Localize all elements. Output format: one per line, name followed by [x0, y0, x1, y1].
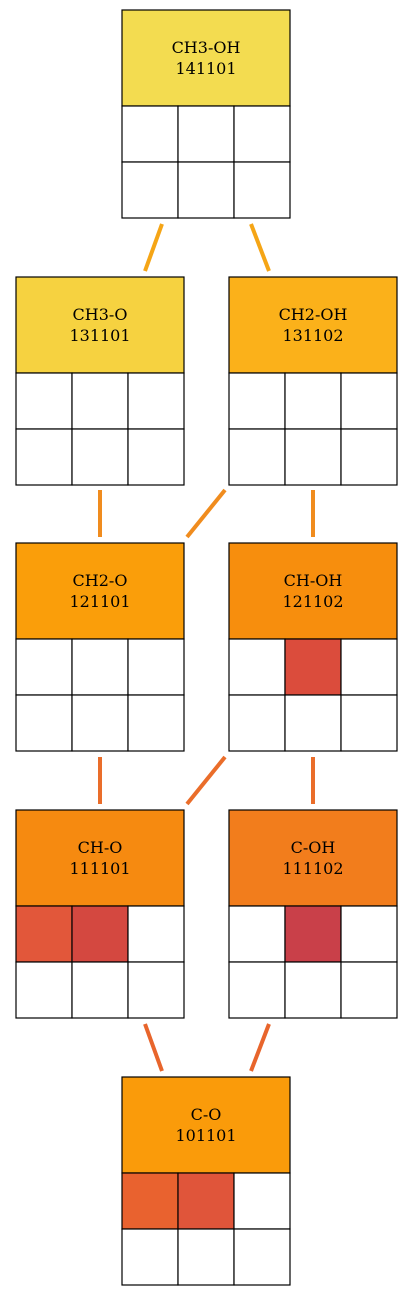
grid-cell-r1c1 [15, 638, 73, 696]
grid-cell-r1c1 [121, 105, 179, 163]
grid-cell-r1c2 [71, 905, 129, 963]
grid-cell-r2c2 [71, 961, 129, 1019]
grid-cell-r1c1 [228, 638, 286, 696]
node-header [121, 1076, 291, 1174]
grid-cell-r1c3 [127, 638, 185, 696]
grid-cell-r2c2 [71, 428, 129, 486]
grid-cell-r2c3 [127, 961, 185, 1019]
grid-cell-r2c3 [127, 694, 185, 752]
node-code: 131102 [282, 326, 343, 345]
node-label: CH3-OH [172, 38, 241, 57]
grid-cell-r1c3 [127, 372, 185, 430]
node-code: 101101 [175, 1126, 236, 1145]
grid-cell-r1c1 [15, 372, 73, 430]
grid-cell-r2c3 [233, 1228, 291, 1286]
grid-cell-r2c1 [228, 961, 286, 1019]
grid-cell-r1c3 [340, 638, 398, 696]
grid-cell-r1c3 [233, 1172, 291, 1230]
grid-cell-r1c1 [228, 905, 286, 963]
grid-cell-r2c1 [15, 428, 73, 486]
edge-ch3-oh-to-ch2-oh [249, 223, 271, 272]
node-code: 131101 [69, 326, 130, 345]
node-ch2-oh: CH2-OH 131102 [228, 276, 398, 486]
grid-cell-r2c2 [71, 694, 129, 752]
node-label: CH2-OH [279, 305, 348, 324]
grid-cell-r2c1 [121, 1228, 179, 1286]
node-header [228, 542, 398, 640]
grid-cell-r2c3 [340, 428, 398, 486]
edge-ch-o-to-c-o [143, 1023, 164, 1072]
node-label: CH-OH [284, 571, 343, 590]
node-code: 141101 [175, 59, 236, 78]
node-code: 111101 [69, 859, 130, 878]
grid-cell-r2c2 [284, 694, 342, 752]
edge-c-oh-to-c-o [249, 1023, 271, 1072]
node-ch-o: CH-O 111101 [15, 809, 185, 1019]
edge-ch3-oh-to-ch3-o [143, 223, 164, 272]
grid-cell-r2c3 [340, 961, 398, 1019]
grid-cell-r1c2 [177, 1172, 235, 1230]
grid-cell-r1c2 [284, 372, 342, 430]
grid-cell-r2c2 [284, 428, 342, 486]
grid-cell-r1c3 [340, 372, 398, 430]
node-c-oh: C-OH 111102 [228, 809, 398, 1019]
node-label: CH-O [78, 838, 123, 857]
node-c-o: C-O 101101 [121, 1076, 291, 1286]
grid-cell-r1c1 [15, 905, 73, 963]
grid-cell-r1c3 [340, 905, 398, 963]
node-header [15, 542, 185, 640]
grid-cell-r2c1 [15, 694, 73, 752]
grid-cell-r1c1 [121, 1172, 179, 1230]
node-code: 111102 [282, 859, 343, 878]
nodes-layer: CH3-OH141101CH3-O131101CH2-OH131102CH2-O… [15, 9, 398, 1286]
grid-cell-r2c3 [340, 694, 398, 752]
grid-cell-r1c2 [177, 105, 235, 163]
node-header [121, 9, 291, 107]
node-label: C-OH [291, 838, 336, 857]
edges-layer [98, 223, 315, 1072]
grid-cell-r1c1 [228, 372, 286, 430]
node-ch3-oh: CH3-OH 141101 [121, 9, 291, 219]
grid-cell-r1c2 [284, 905, 342, 963]
node-header [228, 276, 398, 374]
grid-cell-r1c2 [71, 638, 129, 696]
node-header [15, 809, 185, 907]
node-code: 121101 [69, 592, 130, 611]
node-header [15, 276, 185, 374]
grid-cell-r2c3 [127, 428, 185, 486]
grid-cell-r2c1 [228, 694, 286, 752]
node-ch2-o: CH2-O 121101 [15, 542, 185, 752]
grid-cell-r1c3 [233, 105, 291, 163]
grid-cell-r2c1 [228, 428, 286, 486]
edge-ch2-oh-to-ch2-o [185, 488, 227, 539]
grid-cell-r1c2 [284, 638, 342, 696]
grid-cell-r1c3 [127, 905, 185, 963]
grid-cell-r1c2 [71, 372, 129, 430]
node-label: CH2-O [73, 571, 128, 590]
grid-cell-r2c2 [177, 161, 235, 219]
grid-cell-r2c2 [177, 1228, 235, 1286]
node-ch3-o: CH3-O 131101 [15, 276, 185, 486]
node-code: 121102 [282, 592, 343, 611]
grid-cell-r2c3 [233, 161, 291, 219]
grid-cell-r2c1 [15, 961, 73, 1019]
edge-ch-oh-to-ch-o [185, 755, 227, 806]
grid-cell-r2c2 [284, 961, 342, 1019]
grid-cell-r2c1 [121, 161, 179, 219]
node-header [228, 809, 398, 907]
node-ch-oh: CH-OH 121102 [228, 542, 398, 752]
node-label: CH3-O [73, 305, 128, 324]
node-label: C-O [191, 1105, 222, 1124]
